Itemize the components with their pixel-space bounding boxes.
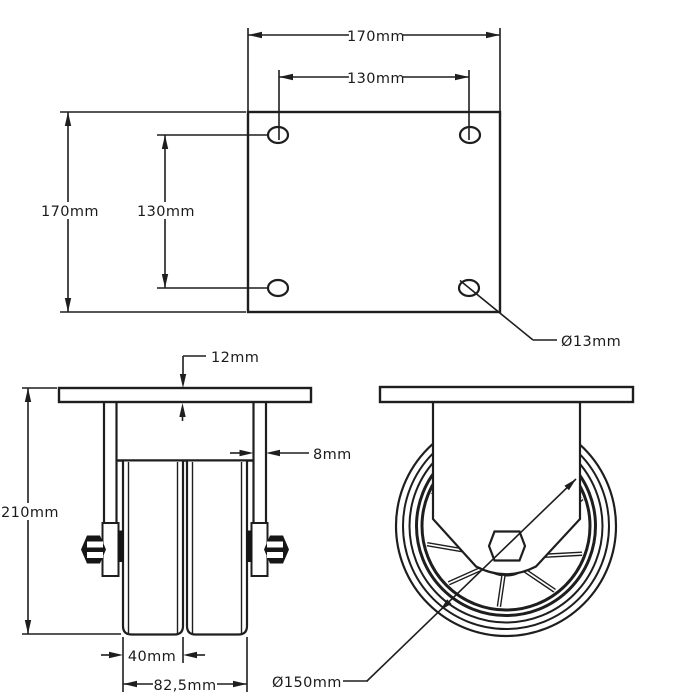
left-hex-nut bbox=[81, 535, 106, 564]
right-wheel bbox=[185, 461, 249, 636]
dim-label-wheel-width: 40mm bbox=[128, 649, 176, 665]
front-plate-outline bbox=[57, 386, 313, 404]
dim-top-width: 170mm bbox=[247, 27, 501, 111]
dim-hole-diameter-leader: Ø13mm bbox=[459, 279, 621, 350]
front-wheels bbox=[121, 461, 249, 636]
top-view-plate-drawing: 170mm 130mm 170mm bbox=[41, 27, 621, 350]
dim-wheel-width: 40mm bbox=[101, 637, 205, 692]
dim-label-overall-width: 82,5mm bbox=[154, 678, 217, 694]
bolt-hole-top-left bbox=[266, 125, 290, 145]
dim-label-top-hole-spacing-v: 130mm bbox=[137, 204, 195, 220]
dim-overall-width: 82,5mm bbox=[123, 637, 248, 694]
side-view-caster-drawing: Ø150mm bbox=[272, 385, 635, 691]
dim-label-total-height: 210mm bbox=[1, 505, 59, 521]
dim-leg-thickness: 8mm bbox=[230, 447, 352, 463]
right-hex-nut bbox=[264, 535, 289, 564]
dim-label-top-height: 170mm bbox=[41, 204, 99, 220]
front-view-caster-drawing: 12mm 8mm 210mm 40mm bbox=[1, 350, 352, 694]
left-wheel bbox=[121, 461, 185, 636]
bolt-hole-bottom-left bbox=[266, 278, 290, 298]
dim-label-top-width: 170mm bbox=[347, 29, 405, 45]
side-plate-outline bbox=[378, 385, 635, 404]
bolt-hole-bottom-right bbox=[457, 278, 481, 298]
dim-label-leg-thickness: 8mm bbox=[313, 447, 352, 463]
dim-label-top-hole-spacing-h: 130mm bbox=[347, 71, 405, 87]
dim-top-height: 170mm bbox=[41, 111, 246, 313]
dim-wheel-diameter: Ø150mm bbox=[272, 478, 577, 691]
bolt-hole-top-right bbox=[458, 125, 482, 145]
right-axle-washer bbox=[246, 530, 253, 562]
side-fork bbox=[431, 400, 582, 576]
dim-label-plate-thickness: 12mm bbox=[211, 350, 259, 366]
left-axle-washer bbox=[117, 530, 124, 562]
dim-plate-thickness: 12mm bbox=[179, 350, 259, 421]
dim-label-wheel-diameter: Ø150mm bbox=[272, 675, 342, 691]
dim-top-hole-spacing-horizontal: 130mm bbox=[278, 69, 470, 140]
dim-top-hole-spacing-vertical: 130mm bbox=[137, 134, 268, 289]
dim-label-hole-diameter: Ø13mm bbox=[561, 334, 621, 350]
mounting-plate-outline bbox=[246, 110, 502, 314]
dim-total-height: 210mm bbox=[1, 387, 121, 635]
